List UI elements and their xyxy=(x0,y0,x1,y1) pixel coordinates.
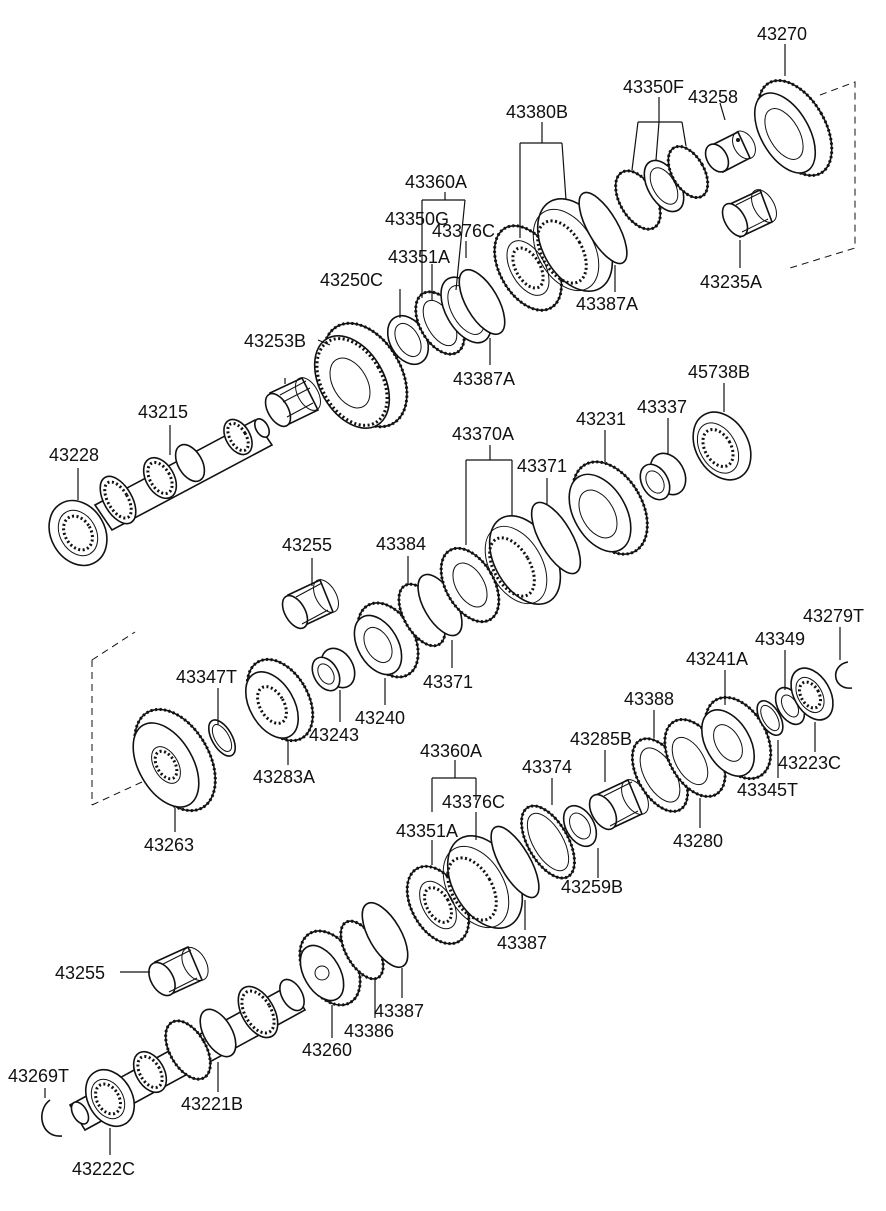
label-43240: 43240 xyxy=(355,708,405,728)
bearing-45738B xyxy=(692,411,752,481)
bearing-43222C xyxy=(84,1068,136,1128)
label-43345T: 43345T xyxy=(737,780,798,800)
upper-shaft-assembly xyxy=(48,79,834,567)
gear-43231 xyxy=(568,460,649,556)
ring-43387A-lower xyxy=(458,269,506,335)
label-43222C: 43222C xyxy=(72,1159,135,1179)
label-43255-a: 43255 xyxy=(282,535,332,555)
bearing-43223C xyxy=(790,667,834,721)
part-labels: 43270 43350F 43258 43380B 43360A 43350G … xyxy=(8,24,864,1179)
label-43255-b: 43255 xyxy=(55,963,105,983)
snap-ring-43279T xyxy=(834,661,853,689)
label-43347T: 43347T xyxy=(176,667,237,687)
bushing-43337 xyxy=(639,452,687,501)
label-43337: 43337 xyxy=(637,397,687,417)
label-43376C-bottom: 43376C xyxy=(442,792,505,812)
label-43258: 43258 xyxy=(688,87,738,107)
leader-lines xyxy=(44,44,841,1155)
middle-assembly xyxy=(281,411,752,679)
label-43388: 43388 xyxy=(624,689,674,709)
label-43228: 43228 xyxy=(49,445,99,465)
label-43360A-bottom: 43360A xyxy=(420,741,482,761)
gear-43270 xyxy=(753,79,834,177)
label-43241A: 43241A xyxy=(686,649,748,669)
snap-ring-43269T xyxy=(41,1099,63,1137)
gear-43241A xyxy=(700,695,773,781)
label-43231: 43231 xyxy=(576,409,626,429)
label-43386: 43386 xyxy=(344,1021,394,1041)
label-43253B: 43253B xyxy=(244,331,306,351)
label-43387-b: 43387 xyxy=(374,1001,424,1021)
dashed-frame-lines xyxy=(91,81,856,806)
needle-bearing-43255-lower xyxy=(148,945,209,997)
bearing-43228 xyxy=(48,499,108,567)
bushing-43258 xyxy=(704,130,756,174)
label-43370A: 43370A xyxy=(452,424,514,444)
label-43360A-top: 43360A xyxy=(405,172,467,192)
label-43351A-top: 43351A xyxy=(388,247,450,267)
input-shaft-43215 xyxy=(93,418,274,532)
label-43380B: 43380B xyxy=(506,102,568,122)
bushing-43243 xyxy=(311,647,356,692)
label-43387-a: 43387 xyxy=(497,933,547,953)
synchro-rings-43350F xyxy=(614,144,710,231)
bushing-43259B xyxy=(562,804,598,848)
gear-43283A xyxy=(244,657,315,743)
label-43221B: 43221B xyxy=(181,1094,243,1114)
label-43270: 43270 xyxy=(757,24,807,44)
label-43351A-bottom: 43351A xyxy=(396,821,458,841)
label-43259B: 43259B xyxy=(561,877,623,897)
needle-bearing-43285B xyxy=(588,778,649,831)
label-43349: 43349 xyxy=(755,629,805,649)
label-43243: 43243 xyxy=(309,725,359,745)
ring-43371-upper xyxy=(530,501,582,575)
snap-ring-43347T xyxy=(207,719,237,757)
synchro-ring-43374 xyxy=(520,804,576,880)
gear-43263 xyxy=(132,707,217,813)
ring-43387-lower xyxy=(361,902,409,968)
output-shaft-assembly xyxy=(41,825,540,1137)
label-43279T: 43279T xyxy=(803,606,864,626)
label-43371-b: 43371 xyxy=(423,672,473,692)
label-43215: 43215 xyxy=(138,402,188,422)
needle-bearing-43235A xyxy=(721,188,777,239)
label-43374: 43374 xyxy=(522,757,572,777)
label-43263: 43263 xyxy=(144,835,194,855)
gear-43250C xyxy=(313,321,409,429)
ring-43387-upper xyxy=(490,825,540,899)
lower-left-group xyxy=(132,647,356,813)
snap-ring-43345T xyxy=(756,700,784,736)
label-43376C-top: 43376C xyxy=(432,221,495,241)
label-43283A: 43283A xyxy=(253,767,315,787)
label-43250C: 43250C xyxy=(320,270,383,290)
label-43371-a: 43371 xyxy=(517,456,567,476)
lower-right-group xyxy=(520,661,853,880)
needle-bearing-43255-middle xyxy=(281,578,339,630)
label-43350G: 43350G xyxy=(385,209,449,229)
label-43260: 43260 xyxy=(302,1040,352,1060)
label-43387A-a: 43387A xyxy=(576,294,638,314)
label-45738B: 45738B xyxy=(688,362,750,382)
label-43350F: 43350F xyxy=(623,77,684,97)
ring-43387A-upper xyxy=(578,191,628,265)
label-43223C: 43223C xyxy=(778,753,841,773)
label-43387A-b: 43387A xyxy=(453,369,515,389)
label-43269T: 43269T xyxy=(8,1066,69,1086)
label-43285B: 43285B xyxy=(570,729,632,749)
label-43280: 43280 xyxy=(673,831,723,851)
label-43235A: 43235A xyxy=(700,272,762,292)
needle-bearing-43253B xyxy=(264,376,321,428)
label-43384: 43384 xyxy=(376,534,426,554)
